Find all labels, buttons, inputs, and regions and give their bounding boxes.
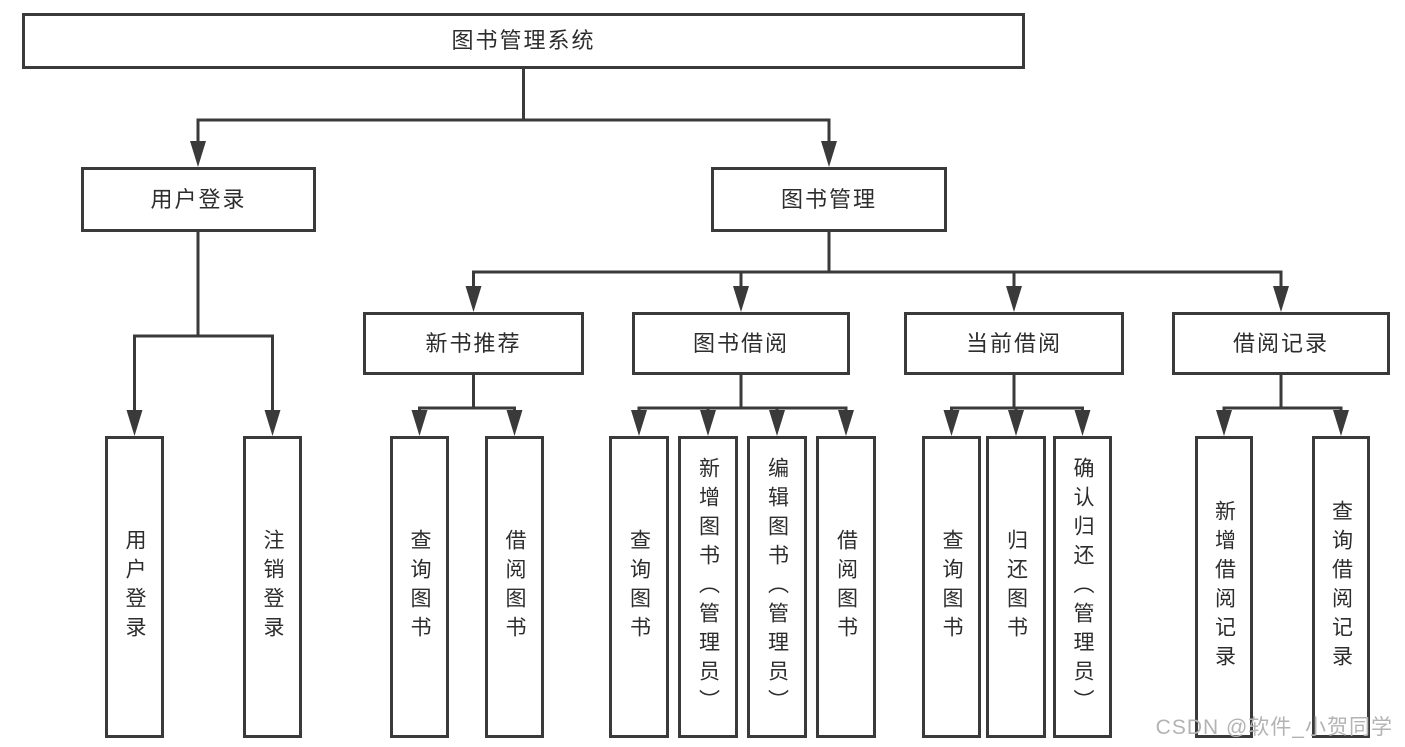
- node-book-management: 图书管理: [711, 167, 947, 232]
- node-user-login: 用户登录: [81, 167, 316, 232]
- node-leaf-logout: 注销登录: [243, 436, 302, 738]
- csdn-watermark: CSDN @软件_小贺同学: [1155, 716, 1393, 739]
- node-leaf-user-login: 用户登录: [105, 436, 164, 738]
- node-leaf-return-books: 归还图书: [986, 436, 1046, 738]
- node-leaf-add-books-admin: 新增图书（管理员）: [678, 436, 738, 738]
- node-leaf-borrow-books: 借阅图书: [816, 436, 876, 738]
- node-leaf-query-borrow-record: 查询借阅记录: [1312, 436, 1370, 738]
- node-new-book-recommend: 新书推荐: [363, 312, 584, 375]
- node-leaf-query-books-borrow: 查询图书: [609, 436, 669, 738]
- node-leaf-confirm-return-admin: 确认归还（管理员）: [1053, 436, 1112, 738]
- node-root-system: 图书管理系统: [22, 13, 1025, 69]
- node-current-borrow: 当前借阅: [904, 312, 1124, 375]
- node-book-borrow: 图书借阅: [632, 312, 850, 375]
- node-leaf-add-borrow-record: 新增借阅记录: [1195, 436, 1253, 738]
- node-leaf-query-books-current: 查询图书: [922, 436, 981, 738]
- node-borrow-records: 借阅记录: [1172, 312, 1390, 375]
- node-leaf-query-books-recommend: 查询图书: [390, 436, 449, 738]
- node-leaf-borrow-books-recommend: 借阅图书: [485, 436, 544, 738]
- node-leaf-edit-books-admin: 编辑图书（管理员）: [747, 436, 807, 738]
